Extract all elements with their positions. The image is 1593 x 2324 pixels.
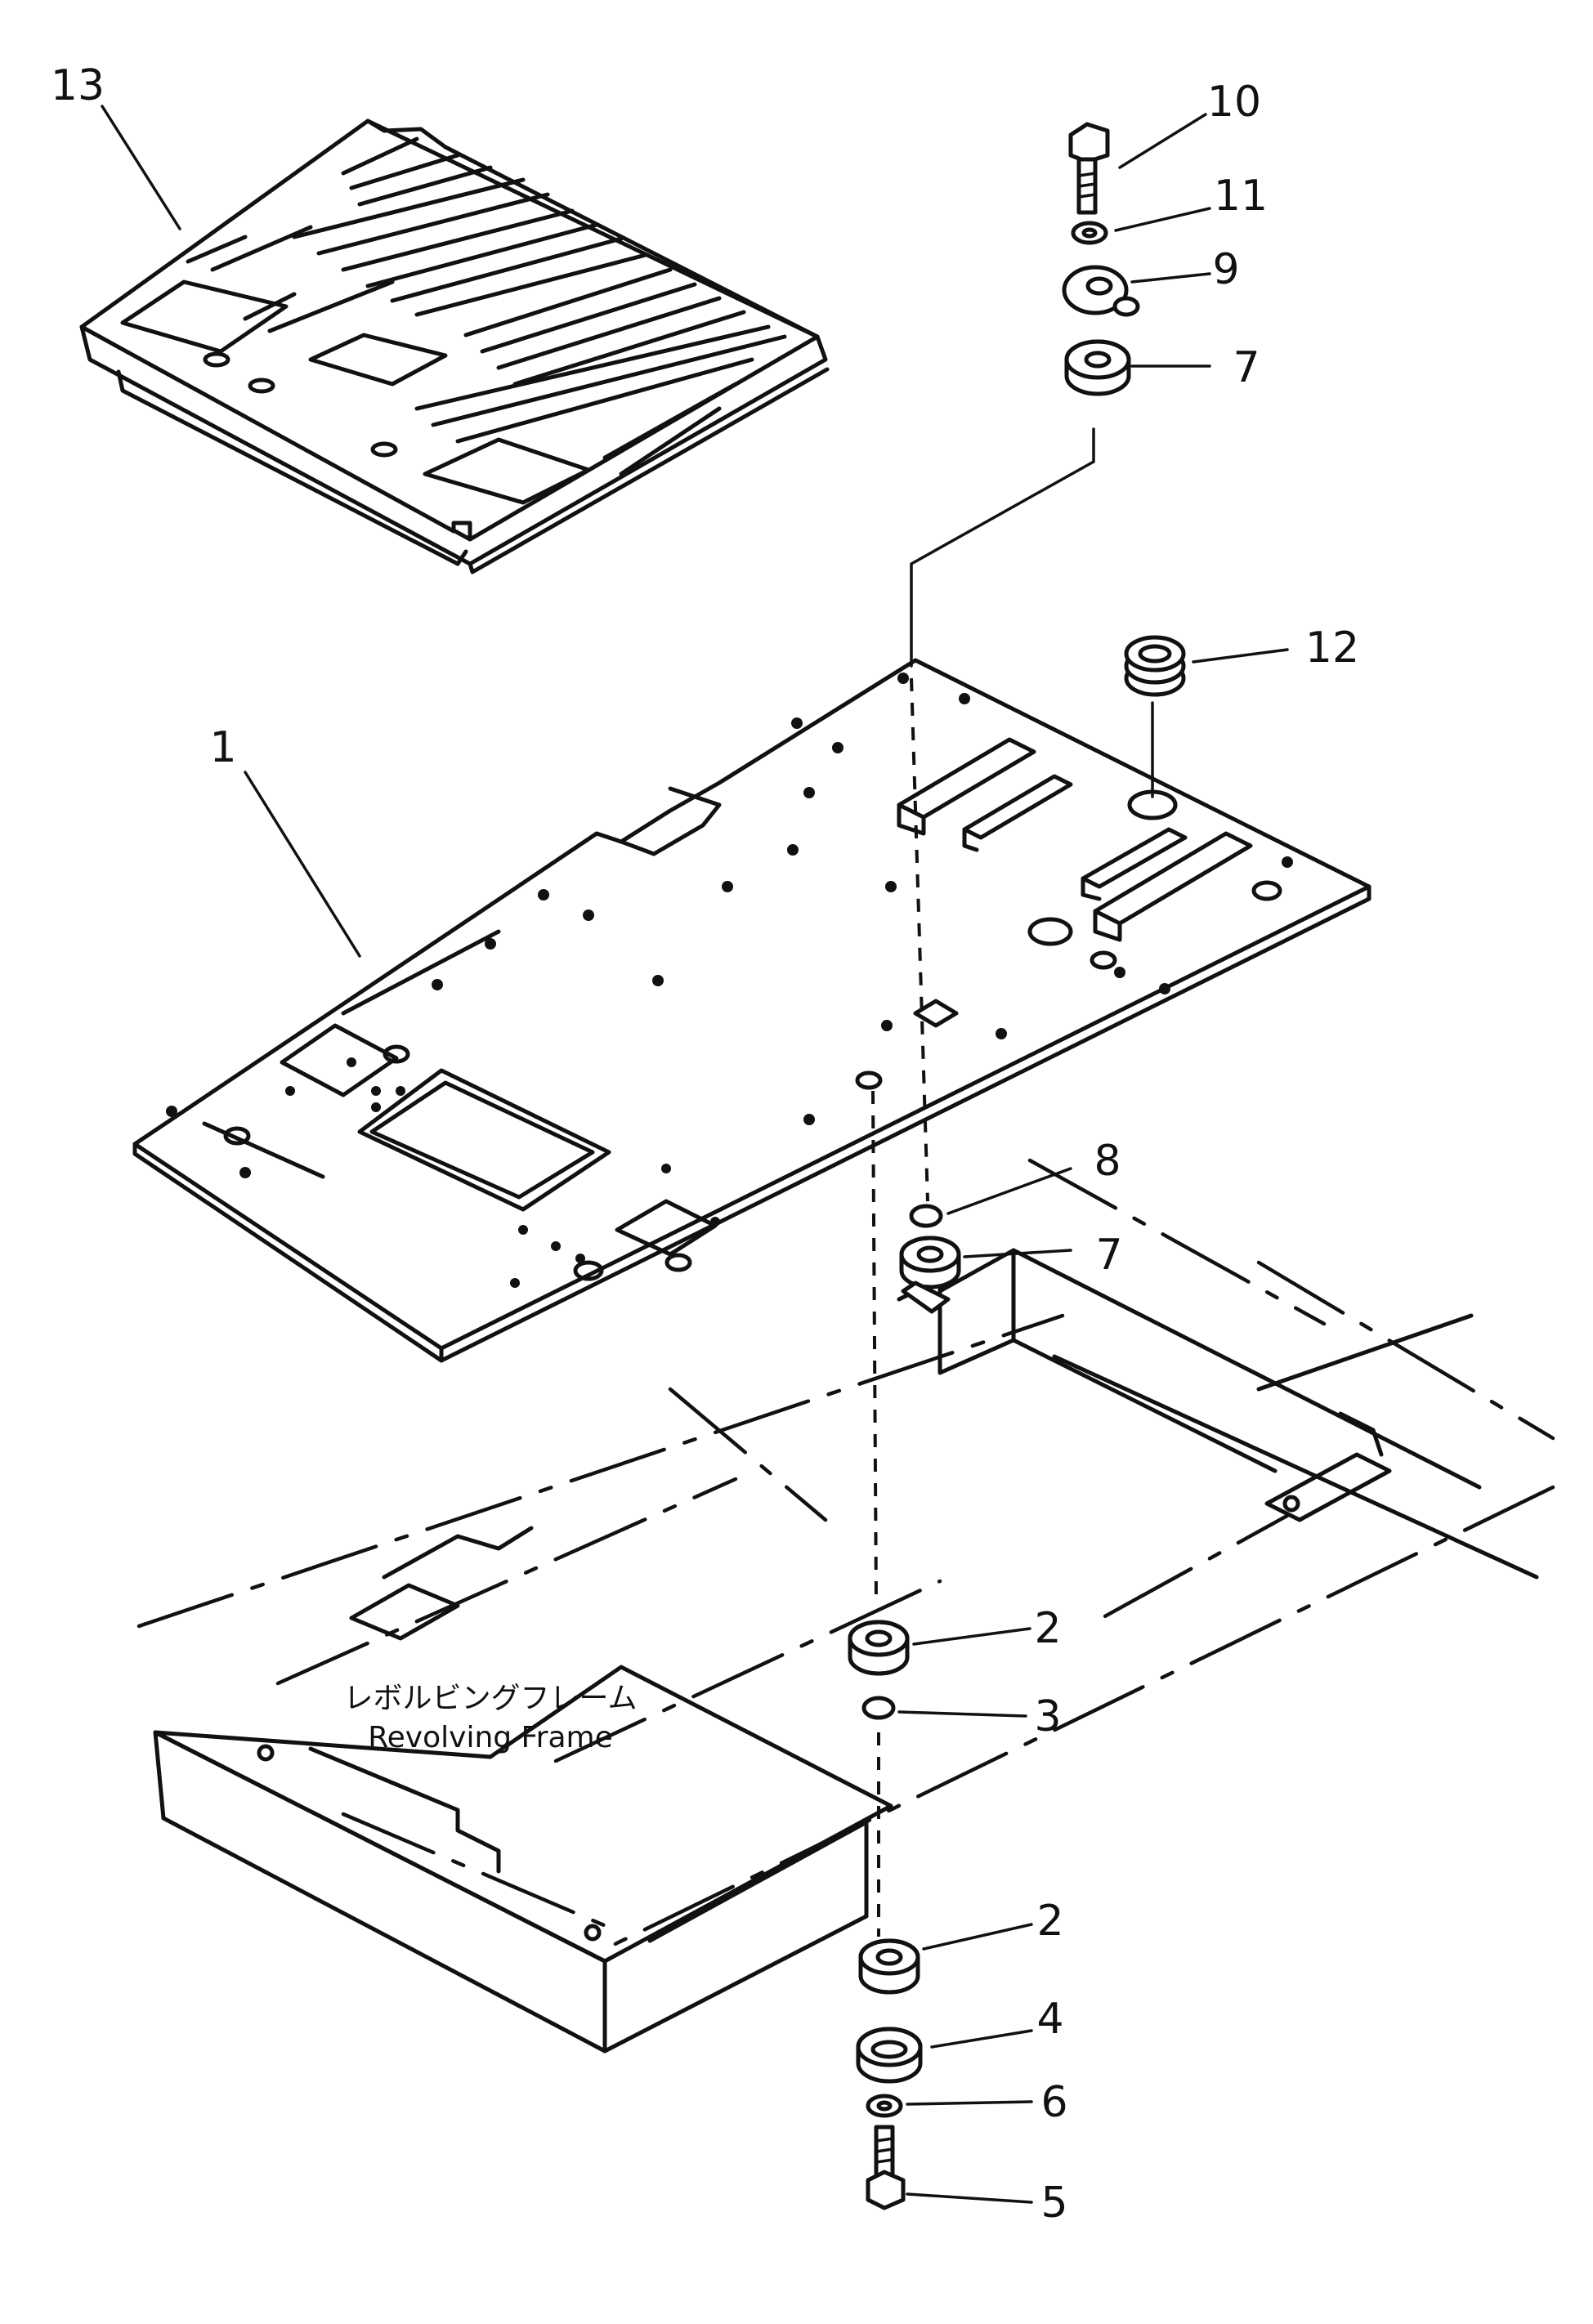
callout-7-upper: 7 (1233, 343, 1260, 392)
callout-labels: 13 10 11 9 7 12 1 8 7 2 3 2 4 6 5 (51, 61, 1359, 2228)
upper-fastener-stack (910, 113, 1211, 668)
cushion-part-7-upper (1064, 339, 1131, 396)
revolving-frame-phantom: レボルビングフレーム Revolving Frame (136, 1158, 1555, 2054)
bolt-part-10 (1068, 122, 1110, 215)
floor-plate-part-1 (132, 658, 1372, 1363)
washer-part-6 (866, 2094, 903, 2118)
cushion-part-2-upper (848, 1620, 910, 1676)
callout-6: 6 (1040, 2078, 1067, 2127)
mat-ribs (186, 136, 787, 476)
bolt-part-5 (866, 2125, 906, 2210)
plate-part-4 (856, 2027, 923, 2084)
mount-tab (901, 1280, 951, 1314)
callout-7-lower: 7 (1095, 1231, 1122, 1280)
plate-holes (166, 673, 1293, 1288)
callout-13: 13 (51, 61, 105, 110)
washer-part-11 (1071, 221, 1108, 245)
callout-1: 1 (209, 723, 236, 772)
washer-part-3 (861, 1696, 896, 1720)
lower-fastener-stack (848, 1070, 1033, 2210)
frame-label-japanese: レボルビングフレーム (344, 1682, 638, 1715)
grommet-part-12 (1124, 635, 1289, 798)
callout-9: 9 (1212, 245, 1239, 294)
callout-2-upper: 2 (1034, 1604, 1061, 1653)
washer-part-8 (909, 1204, 943, 1228)
cushion-part-2-lower (858, 1938, 920, 1995)
callout-5: 5 (1040, 2179, 1067, 2228)
callout-3: 3 (1034, 1692, 1061, 1741)
frame-label-english: Revolving Frame (368, 1721, 612, 1754)
callout-4: 4 (1036, 1995, 1063, 2044)
callout-11: 11 (1214, 172, 1268, 221)
plate-part-9 (1062, 265, 1140, 317)
floor-mat-part-13 (79, 105, 830, 574)
callout-10: 10 (1207, 78, 1261, 127)
callout-12: 12 (1305, 623, 1359, 673)
cushion-part-7-lower (899, 1236, 961, 1289)
callout-2-lower: 2 (1036, 1897, 1063, 1946)
callout-8: 8 (1094, 1137, 1121, 1186)
